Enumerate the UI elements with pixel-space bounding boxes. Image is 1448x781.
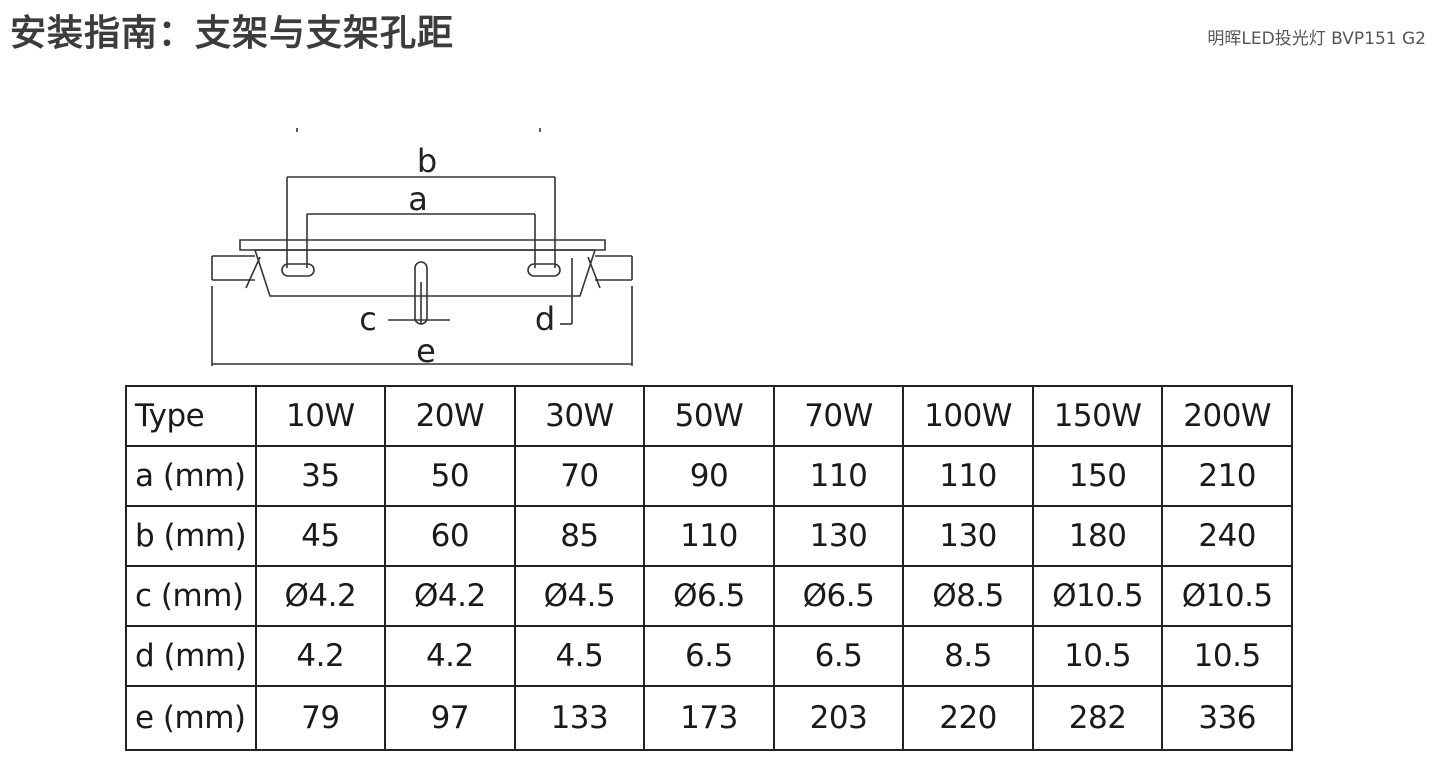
table-header-row: Type 10W 20W 30W 50W 70W 100W 150W 200W: [125, 385, 1293, 447]
label-a: a: [408, 180, 428, 218]
table-cell: 130: [772, 505, 905, 567]
table-row: a (mm) 35 50 70 90 110 110 150 210: [125, 445, 1293, 507]
table-cell: Ø6.5: [772, 565, 905, 627]
table-cell: 133: [513, 685, 646, 751]
table-cell: 6.5: [643, 625, 775, 687]
table-cell: 97: [384, 685, 516, 751]
table-cell: Ø8.5: [902, 565, 1034, 627]
bracket-left-edge: [245, 256, 261, 289]
product-name: 明晖LED投光灯 BVP151 G2: [1207, 29, 1426, 49]
page-title: 安装指南：支架与支架孔距: [10, 13, 455, 54]
table-cell: 4.2: [384, 625, 516, 687]
table-cell: Ø6.5: [643, 565, 775, 627]
slot-right: [527, 263, 561, 277]
table-cell: 336: [1161, 685, 1293, 751]
table-cell: 110: [902, 445, 1034, 507]
bracket-left-flange: [211, 255, 255, 281]
table-cell: 4.2: [254, 625, 387, 687]
table-cell: 90: [643, 445, 775, 507]
column-header: 50W: [643, 385, 775, 447]
table-cell: Ø4.2: [254, 565, 387, 627]
column-header: 200W: [1161, 385, 1293, 447]
row-label: c (mm): [125, 565, 257, 627]
table-cell: 6.5: [772, 625, 905, 687]
column-header: 30W: [513, 385, 646, 447]
spec-table: Type 10W 20W 30W 50W 70W 100W 150W 200W …: [125, 385, 1293, 751]
row-label: e (mm): [125, 685, 257, 751]
table-cell: 10.5: [1031, 625, 1164, 687]
table-cell: 70: [513, 445, 646, 507]
table-cell: 240: [1161, 505, 1293, 567]
row-label: d (mm): [125, 625, 257, 687]
column-header: Type: [125, 385, 257, 447]
table-cell: 4.5: [513, 625, 646, 687]
table-cell: 60: [384, 505, 516, 567]
column-header: 150W: [1031, 385, 1164, 447]
label-d: d: [535, 300, 555, 338]
table-cell: Ø4.2: [384, 565, 516, 627]
bracket-base: [253, 249, 597, 297]
table-cell: 203: [772, 685, 905, 751]
column-header: 10W: [254, 385, 387, 447]
table-cell: 8.5: [902, 625, 1034, 687]
column-header: 100W: [902, 385, 1034, 447]
table-cell: 10.5: [1161, 625, 1293, 687]
column-header: 70W: [772, 385, 905, 447]
table-cell: 50: [384, 445, 516, 507]
bracket-diagram: b a c d e: [211, 128, 633, 370]
table-cell: 45: [254, 505, 387, 567]
slot-left: [281, 263, 315, 277]
table-cell: 180: [1031, 505, 1164, 567]
label-b: b: [417, 142, 437, 180]
label-e: e: [416, 332, 436, 370]
table-cell: 79: [254, 685, 387, 751]
table-cell: Ø4.5: [513, 565, 646, 627]
table-cell: 150: [1031, 445, 1164, 507]
table-row: d (mm) 4.2 4.2 4.5 6.5 6.5 8.5 10.5 10.5: [125, 625, 1293, 687]
bracket-right-edge: [587, 256, 601, 289]
table-cell: 110: [643, 505, 775, 567]
label-c: c: [359, 300, 377, 338]
table-cell: 173: [643, 685, 775, 751]
table-cell: 282: [1031, 685, 1164, 751]
table-cell: 35: [254, 445, 387, 507]
table-cell: 210: [1161, 445, 1293, 507]
table-cell: 130: [902, 505, 1034, 567]
bracket-top-plate: [239, 239, 606, 251]
row-label: b (mm): [125, 505, 257, 567]
table-row: c (mm) Ø4.2 Ø4.2 Ø4.5 Ø6.5 Ø6.5 Ø8.5 Ø10…: [125, 565, 1293, 627]
table-cell: Ø10.5: [1161, 565, 1293, 627]
table-cell: 220: [902, 685, 1034, 751]
table-cell: Ø10.5: [1031, 565, 1164, 627]
table-row: b (mm) 45 60 85 110 130 130 180 240: [125, 505, 1293, 567]
table-cell: 85: [513, 505, 646, 567]
table-cell: 110: [772, 445, 905, 507]
row-label: a (mm): [125, 445, 257, 507]
column-header: 20W: [384, 385, 516, 447]
bracket-right-flange: [595, 255, 633, 281]
table-row: e (mm) 79 97 133 173 203 220 282 336: [125, 685, 1293, 751]
